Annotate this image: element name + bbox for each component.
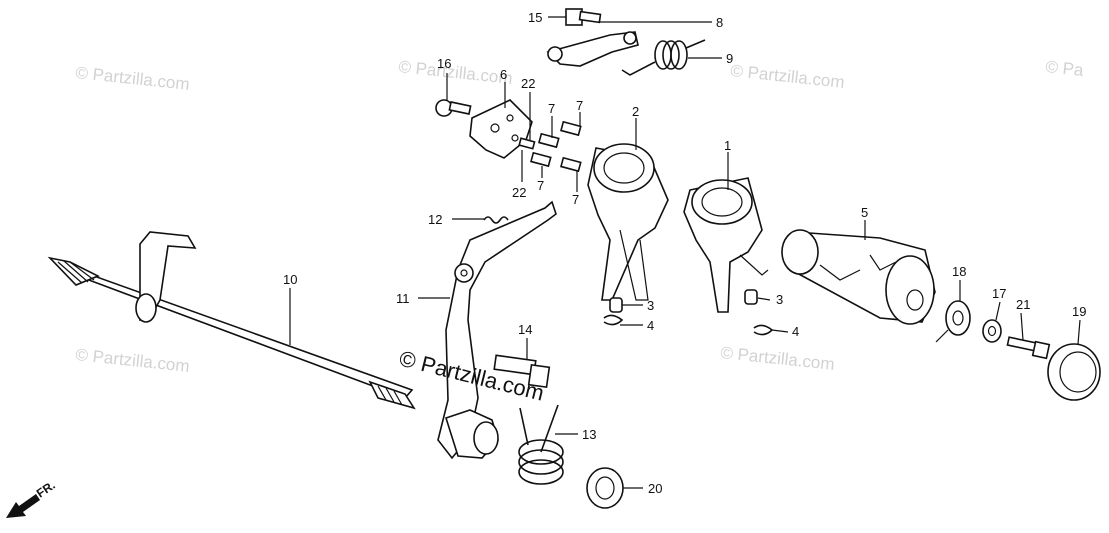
callout-2: 2 — [632, 104, 639, 119]
watermark: © Pa — [1045, 57, 1085, 80]
shift-fork-2 — [587, 143, 669, 301]
stopper-arm — [546, 31, 639, 67]
shift-drum — [781, 229, 936, 325]
drum-bearing — [935, 300, 971, 343]
bolt-21 — [1006, 336, 1051, 360]
leader-lines — [289, 16, 1081, 489]
callout-22: 22 — [512, 185, 526, 200]
callout-7: 7 — [548, 101, 555, 116]
front-arrow-icon — [6, 494, 40, 518]
callout-5: 5 — [861, 205, 868, 220]
stopper-plate — [469, 99, 533, 159]
front-direction-indicator: FR. — [6, 478, 58, 518]
callout-21: 21 — [1016, 297, 1030, 312]
gearshift-spindle — [47, 231, 416, 410]
callout-1: 1 — [724, 138, 731, 153]
callout-13: 13 — [582, 427, 596, 442]
return-spring — [518, 404, 564, 485]
callouts: 1 2 3 3 4 4 5 6 7 7 7 7 8 9 10 11 12 13 … — [283, 10, 1086, 496]
callout-20: 20 — [648, 481, 662, 496]
watermark: © Partzilla.com — [398, 57, 514, 88]
watermark: © Partzilla.com — [730, 61, 846, 92]
callout-4: 4 — [647, 318, 654, 333]
watermark: © Partzilla.com — [720, 343, 836, 374]
watermark: © Partzilla.com — [75, 345, 191, 376]
callout-3: 3 — [776, 292, 783, 307]
small-spring — [483, 216, 509, 224]
callout-10: 10 — [283, 272, 297, 287]
stopper-spring — [621, 39, 706, 76]
shift-fork-1 — [683, 177, 769, 313]
callout-14: 14 — [518, 322, 532, 337]
bolt-15 — [565, 8, 602, 26]
callout-4: 4 — [792, 324, 799, 339]
callout-12: 12 — [428, 212, 442, 227]
shift-arm — [437, 200, 557, 460]
bolt-16 — [435, 99, 472, 117]
callout-7: 7 — [572, 192, 579, 207]
cap — [1047, 343, 1101, 401]
callout-7: 7 — [576, 98, 583, 113]
bolt-14 — [493, 354, 551, 389]
callout-6: 6 — [500, 67, 507, 82]
callout-19: 19 — [1072, 304, 1086, 319]
callout-15: 15 — [528, 10, 542, 25]
callout-16: 16 — [437, 56, 451, 71]
callout-11: 11 — [396, 291, 410, 306]
callout-7: 7 — [537, 178, 544, 193]
callout-18: 18 — [952, 264, 966, 279]
callout-17: 17 — [992, 286, 1006, 301]
guide-pin — [609, 289, 758, 313]
watermark: © Partzilla.com — [75, 63, 191, 94]
callout-22: 22 — [521, 76, 535, 91]
pins — [518, 120, 582, 173]
oil-seal — [586, 467, 624, 509]
washer — [982, 319, 1002, 343]
callout-8: 8 — [716, 15, 723, 30]
callout-9: 9 — [726, 51, 733, 66]
callout-3: 3 — [647, 298, 654, 313]
